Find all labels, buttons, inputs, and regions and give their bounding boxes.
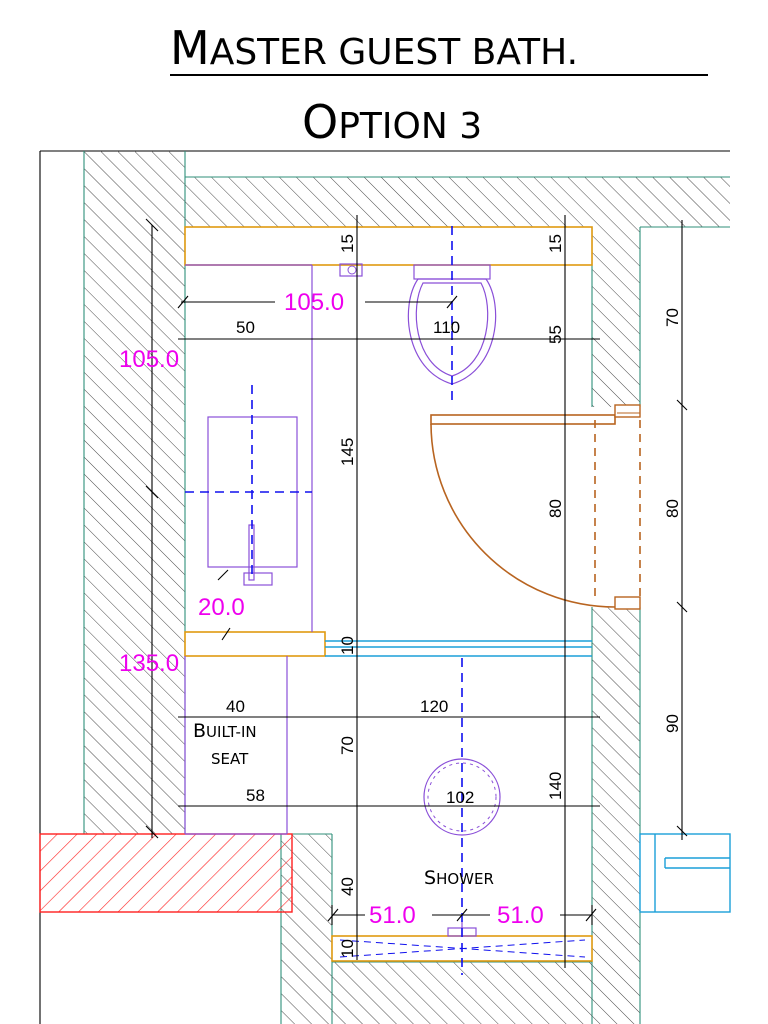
door-swing [430,423,616,608]
top-wall [185,177,730,227]
right-wall-lower [592,607,640,1024]
dimension-lines [145,215,688,968]
dim-90: 90 [663,714,682,733]
dim-shower-right: 51.0 [497,902,544,929]
toilet [339,263,497,385]
seat-label-line-2: SEAT [211,750,249,768]
vanity-ledge [184,631,326,657]
dim-145: 145 [338,438,357,466]
dim-80-inner: 80 [546,499,565,518]
dim-left-lower: 135.0 [119,650,179,677]
dim-55: 55 [546,325,565,344]
dim-15-right: 15 [546,234,565,253]
dim-40-bottom: 40 [338,877,357,896]
dim-vanity-gap: 20.0 [198,594,245,621]
shower-label: SHOWER [424,867,494,889]
door-leaf [430,414,616,425]
title-line-1: MASTER GUEST BATH. [170,21,578,75]
dim-120: 120 [420,697,448,716]
dim-70-mid: 70 [338,736,357,755]
dim-102: 102 [446,788,474,807]
centerlines [185,226,463,975]
left-wall [84,151,185,834]
dim-left-upper: 105.0 [119,346,179,373]
window [639,833,731,913]
top-shelf [184,226,593,266]
glass [325,640,731,913]
tap-base [243,572,273,586]
door [430,404,641,610]
dim-shower-left: 51.0 [369,902,416,929]
dim-50: 50 [236,318,255,337]
dim-58: 58 [246,786,265,805]
title-line-2: OPTION 3 [302,95,482,149]
dim-10-mid: 10 [338,636,357,655]
dim-top-width: 105.0 [284,289,344,316]
dim-10-bottom: 10 [338,939,357,958]
dim-70-right: 70 [663,308,682,327]
dim-15-left: 15 [338,234,357,253]
dim-140: 140 [546,772,565,800]
seat-label-line-1: BUILT-IN [193,720,257,742]
shower-bottom-wall [332,962,592,1024]
right-wall-upper [592,227,640,407]
shower-drain [423,758,501,836]
dim-110: 110 [433,318,460,337]
dim-80-outer: 80 [663,499,682,518]
dim-40-seat: 40 [226,697,245,716]
existing-wall [39,833,293,913]
counters [184,226,593,962]
